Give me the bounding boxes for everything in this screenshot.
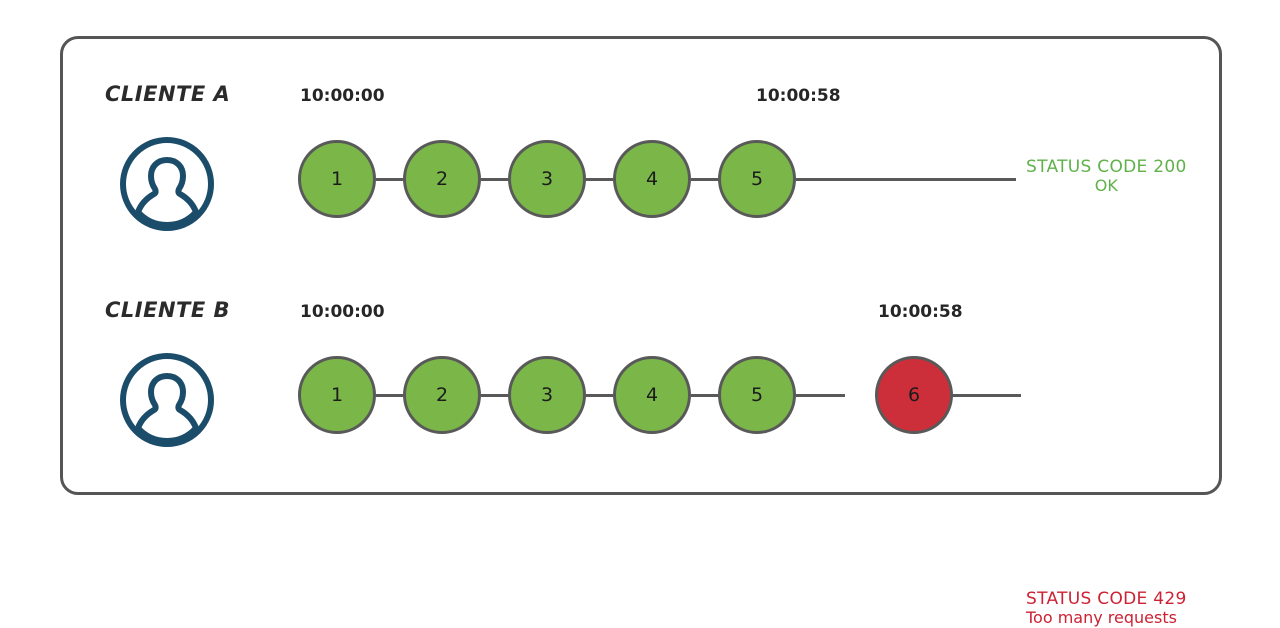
timestamp-end-a: 10:00:58 xyxy=(756,86,841,106)
connector xyxy=(376,178,425,181)
status-message-a: STATUS CODE 200 OK xyxy=(1026,157,1187,196)
request-node[interactable]: 4 xyxy=(613,356,691,434)
client-a-label: CLIENTE A xyxy=(105,82,231,106)
request-chain-b: 1 2 3 4 5 6 xyxy=(0,356,1280,446)
request-node[interactable]: 1 xyxy=(298,356,376,434)
diagram-canvas: CLIENTE A 10:00:00 10:00:58 1 2 3 4 5 ST… xyxy=(0,36,1280,627)
connector xyxy=(586,394,635,397)
request-node[interactable]: 4 xyxy=(613,140,691,218)
connector-to-status xyxy=(796,178,1016,181)
request-node[interactable]: 1 xyxy=(298,140,376,218)
user-avatar-icon xyxy=(117,134,217,234)
connector-to-status xyxy=(901,394,1021,397)
connector xyxy=(691,394,740,397)
status-code-label: STATUS CODE 429 xyxy=(1026,589,1187,609)
status-code-label: STATUS CODE 200 xyxy=(1026,157,1187,177)
connector xyxy=(796,394,845,397)
status-detail-label: Too many requests xyxy=(1026,608,1177,628)
request-node[interactable]: 3 xyxy=(508,140,586,218)
timestamp-start-b: 10:00:00 xyxy=(300,302,385,322)
request-node[interactable]: 5 xyxy=(718,140,796,218)
status-detail-label: OK xyxy=(1094,176,1118,196)
connector xyxy=(481,394,530,397)
request-node-blocked[interactable]: 6 xyxy=(875,356,953,434)
request-node[interactable]: 2 xyxy=(403,140,481,218)
connector xyxy=(376,394,425,397)
client-b-label: CLIENTE B xyxy=(105,298,231,322)
connector xyxy=(481,178,530,181)
request-node[interactable]: 5 xyxy=(718,356,796,434)
request-chain-a: 1 2 3 4 5 xyxy=(0,140,1280,230)
timestamp-start-a: 10:00:00 xyxy=(300,86,385,106)
connector xyxy=(691,178,740,181)
user-avatar-icon xyxy=(117,350,217,450)
request-node[interactable]: 3 xyxy=(508,356,586,434)
request-node[interactable]: 2 xyxy=(403,356,481,434)
connector xyxy=(586,178,635,181)
timestamp-end-b: 10:00:58 xyxy=(878,302,963,322)
status-message-b: STATUS CODE 429 Too many requests xyxy=(1026,589,1187,628)
